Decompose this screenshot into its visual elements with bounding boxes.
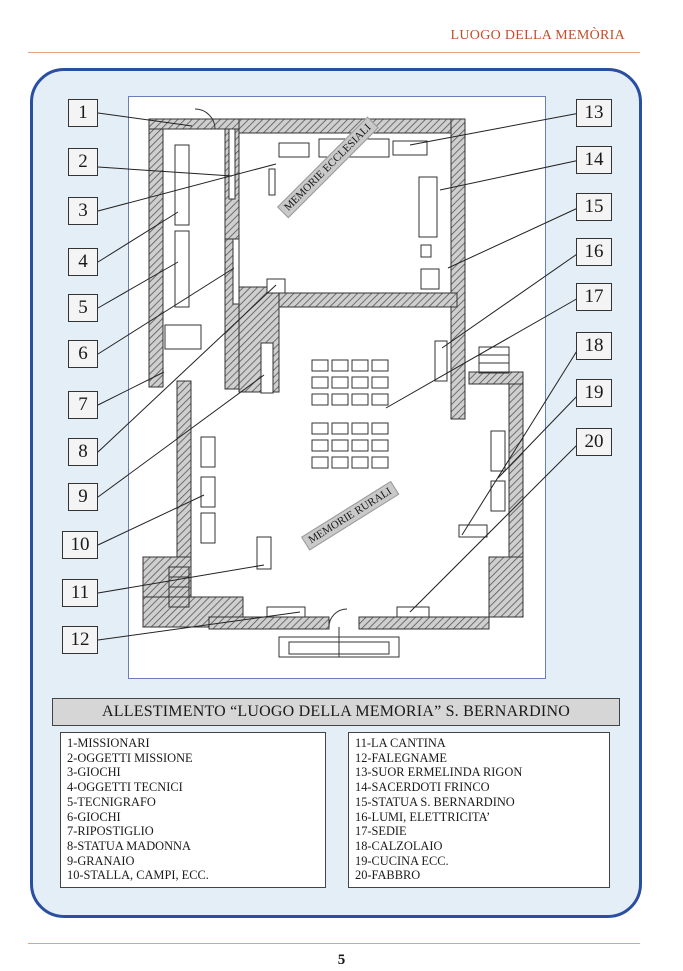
callout-6: 6 bbox=[68, 340, 98, 368]
callout-17: 17 bbox=[576, 283, 612, 311]
callout-5: 5 bbox=[68, 294, 98, 322]
legend-item: 1-MISSIONARI bbox=[67, 736, 150, 750]
legend-item: 18-CALZOLAIO bbox=[355, 838, 443, 853]
legend-item: 16-LUMI, ELETTRICITA’ bbox=[355, 809, 491, 824]
legend-left: 1-MISSIONARI 2-OGGETTI MISSIONE 3-GIOCHI… bbox=[60, 732, 326, 888]
callout-9: 9 bbox=[68, 483, 98, 511]
legend-item: 12-FALEGNAME bbox=[355, 750, 448, 765]
legend-item: 19-CUCINA ECC. bbox=[355, 853, 449, 868]
legend-item: 14-SACERDOTI FRINCO bbox=[355, 780, 490, 795]
callout-13: 13 bbox=[576, 99, 612, 127]
legend-item: 15-STATUA S. BERNARDINO bbox=[355, 794, 515, 809]
callout-14: 14 bbox=[576, 146, 612, 174]
callout-15: 15 bbox=[576, 193, 612, 221]
caption-title: ALLESTIMENTO “LUOGO DELLA MEMORIA” S. BE… bbox=[52, 698, 620, 726]
callout-16: 16 bbox=[576, 238, 612, 266]
legend-item: 10-STALLA, CAMPI, ECC. bbox=[67, 868, 209, 883]
callout-8: 8 bbox=[68, 438, 98, 466]
callout-10: 10 bbox=[62, 531, 98, 559]
callout-3: 3 bbox=[68, 197, 98, 225]
header-rule bbox=[28, 52, 640, 53]
legend-item: 5-TECNIGRAFO bbox=[67, 794, 156, 809]
callout-11: 11 bbox=[62, 579, 98, 607]
legend-item: 6-GIOCHI bbox=[67, 809, 121, 824]
legend-item: 3-GIOCHI bbox=[67, 765, 121, 780]
callout-12: 12 bbox=[62, 626, 98, 654]
seat-grid bbox=[311, 359, 389, 469]
callout-19: 19 bbox=[576, 379, 612, 407]
callout-4: 4 bbox=[68, 248, 98, 276]
callout-7: 7 bbox=[68, 391, 98, 419]
legend-item: 11-LA CANTINA bbox=[355, 736, 446, 750]
page-header-title: LUOGO DELLA MEMÒRIA bbox=[450, 28, 625, 43]
legend-item: 4-OGGETTI TECNICI bbox=[67, 780, 183, 795]
page-number: 5 bbox=[337, 952, 346, 968]
legend-item: 7-RIPOSTIGLIO bbox=[67, 824, 154, 839]
legend-item: 13-SUOR ERMELINDA RIGON bbox=[355, 765, 523, 780]
callout-2: 2 bbox=[68, 148, 98, 176]
callout-18: 18 bbox=[576, 332, 612, 360]
legend-right: 11-LA CANTINA 12-FALEGNAME 13-SUOR ERMEL… bbox=[348, 732, 610, 888]
legend-item: 8-STATUA MADONNA bbox=[67, 838, 191, 853]
floor-plan: MEMORIE ECCLESIALI MEMORIE RURALI bbox=[128, 96, 546, 679]
floor-plan-drawing bbox=[142, 108, 524, 658]
walls bbox=[142, 118, 524, 630]
callout-1: 1 bbox=[68, 99, 98, 127]
legend-item: 2-OGGETTI MISSIONE bbox=[67, 750, 193, 765]
footer-rule bbox=[28, 943, 640, 944]
callout-20: 20 bbox=[576, 428, 612, 456]
legend-item: 20-FABBRO bbox=[355, 868, 421, 883]
legend-item: 17-SEDIE bbox=[355, 824, 407, 839]
legend-item: 9-GRANAIO bbox=[67, 853, 135, 868]
